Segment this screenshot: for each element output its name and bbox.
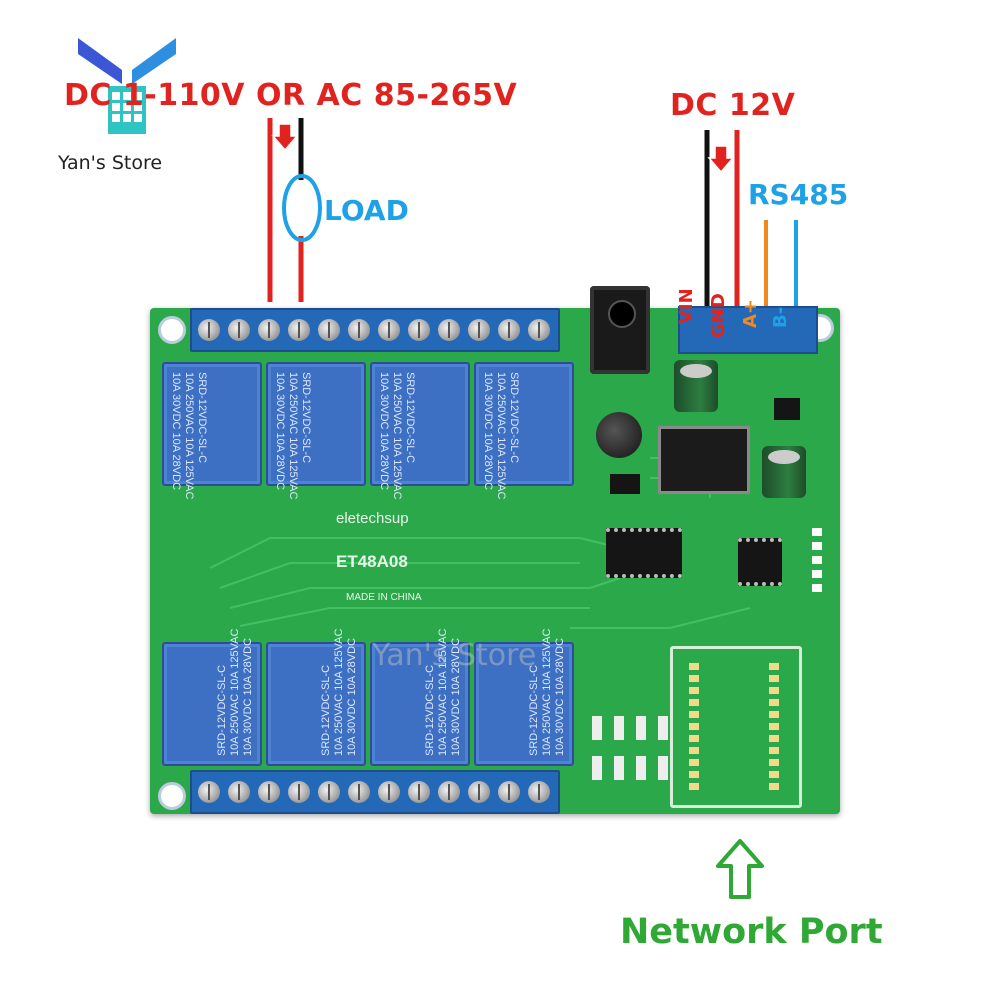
- indicator-leds: [592, 716, 668, 802]
- dc-arrow-icon: [707, 145, 735, 174]
- mount-hole: [158, 782, 186, 810]
- capacitor: [674, 360, 718, 412]
- wiring-diagram: [267, 118, 798, 306]
- dc-barrel-jack[interactable]: [590, 286, 650, 374]
- dc12v-label: DC 12V: [670, 88, 796, 123]
- capacitor: [762, 446, 806, 498]
- top-relay-terminal-block[interactable]: [190, 308, 560, 352]
- store-logo: [72, 30, 182, 140]
- mount-hole: [158, 316, 186, 344]
- store-watermark: Yan's Store: [372, 638, 537, 673]
- rs485-terminal-block[interactable]: VIN GND A+ B-: [676, 288, 818, 354]
- logo-mark-icon: [78, 38, 176, 134]
- gnd-terminal-label: GND: [708, 293, 729, 338]
- current-arrow-icon: [271, 123, 299, 152]
- load-label: LOAD: [324, 194, 409, 227]
- network-port-label: Network Port: [620, 912, 883, 952]
- made-in-silkscreen: MADE IN CHINA: [346, 592, 422, 603]
- network-port-footprint[interactable]: [670, 646, 802, 808]
- load-coil: [282, 174, 322, 242]
- logo-text: Yan's Store: [58, 152, 163, 174]
- vin-terminal-label: VIN: [676, 288, 697, 324]
- model-silkscreen: ET48A08: [336, 552, 408, 571]
- a-terminal-label: A+: [740, 298, 761, 328]
- rs485-label: RS485: [748, 178, 849, 211]
- pcb-traces: [209, 457, 751, 629]
- voltage-regulator: [658, 426, 750, 494]
- small-ic-chip: [610, 474, 640, 494]
- up-arrow-icon: [716, 839, 764, 899]
- main-ic-chip: [606, 528, 682, 578]
- small-ic-chip: [774, 398, 800, 420]
- brand-silkscreen: eletechsup: [336, 510, 409, 527]
- pin-header: [812, 528, 822, 598]
- power-input-label: DC 1-110V OR AC 85-265V: [64, 78, 518, 113]
- b-terminal-label: B-: [770, 306, 791, 328]
- bottom-relay-terminal-block[interactable]: [190, 770, 560, 814]
- rs485-ic-chip: [738, 538, 782, 586]
- inductor: [596, 412, 642, 458]
